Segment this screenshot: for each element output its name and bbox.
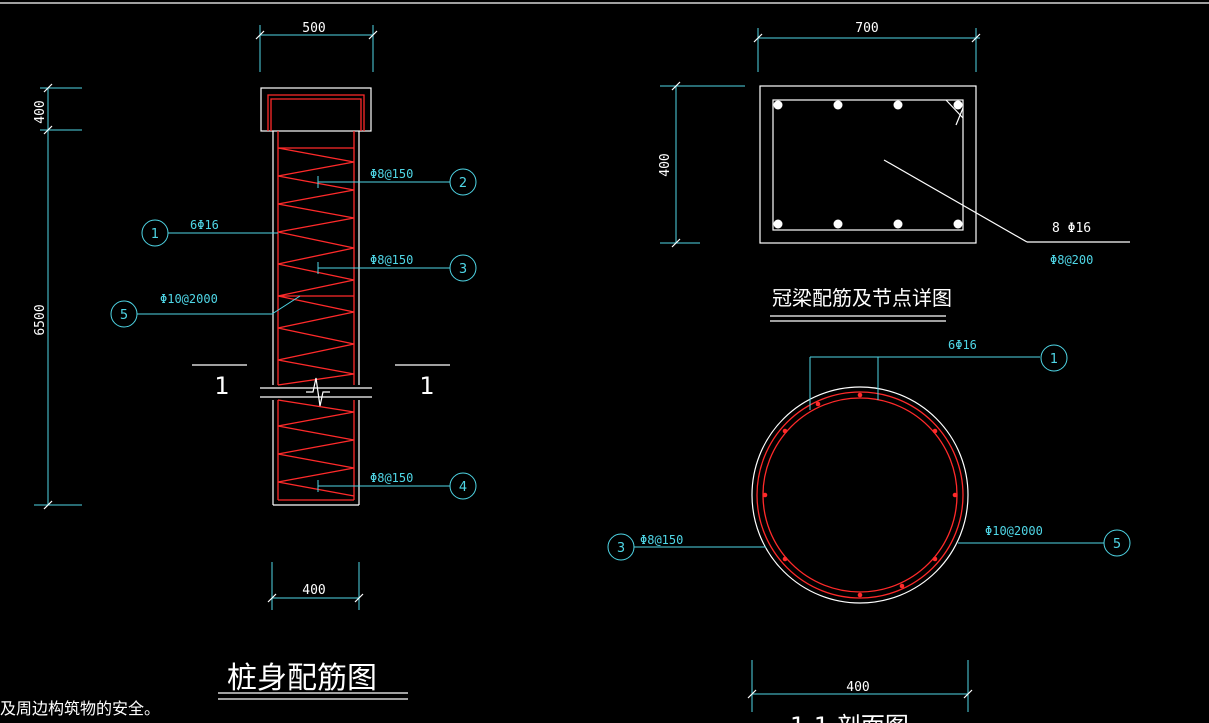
callout-1-section	[1040, 344, 1068, 372]
dim-top-width: 500	[302, 21, 325, 36]
callout-3-right	[449, 254, 477, 282]
section-label-1: 6Φ16	[948, 338, 977, 352]
callout-2	[449, 168, 477, 196]
section-rebar-dots	[762, 392, 958, 598]
section-label-3: Φ8@150	[640, 533, 683, 547]
pile-label-4: Φ8@150	[370, 471, 413, 485]
cap-rebar-dots	[773, 100, 963, 229]
footer-note: 及周边构筑物的安全。	[0, 699, 160, 718]
cap-beam-detail: 700 400 8 Φ16 Φ8@200 冠梁配筋及节点详图	[658, 21, 1130, 322]
svg-text:5: 5	[120, 308, 128, 323]
callout-5-section	[1103, 529, 1131, 557]
section-mark-left: 1	[214, 372, 229, 400]
pile-title: 桩身配筋图	[227, 661, 377, 696]
cap-title: 冠梁配筋及节点详图	[772, 286, 952, 310]
cap-dim-width: 700	[855, 21, 878, 36]
callout-1-left	[141, 219, 169, 247]
pile-label-5: Φ10@2000	[160, 292, 218, 306]
cap-label-stirrup: Φ8@200	[1050, 253, 1093, 267]
svg-text:4: 4	[459, 480, 467, 495]
dim-cap-height: 400	[33, 100, 48, 123]
cap-label-main: 8 Φ16	[1052, 221, 1091, 236]
svg-text:1: 1	[1050, 352, 1058, 367]
svg-text:1: 1	[151, 227, 159, 242]
pile-label-2: Φ8@150	[370, 167, 413, 181]
pile-label-1: 6Φ16	[190, 218, 219, 232]
section-dim-diameter: 400	[846, 680, 869, 695]
dim-bottom-width: 400	[302, 583, 325, 598]
section-1-1: 6Φ16 1 Φ8@150 3 Φ10@2000 5 400 1-1 剖面图	[607, 338, 1131, 723]
callout-4	[449, 472, 477, 500]
section-title: 1-1 剖面图	[790, 712, 909, 723]
callout-3-section	[607, 533, 635, 561]
dim-length: 6500	[33, 304, 48, 335]
pile-elevation: 500 400 6500	[33, 21, 477, 700]
section-mark-right: 1	[419, 372, 434, 400]
cap-dim-height: 400	[658, 153, 673, 176]
section-label-5: Φ10@2000	[985, 524, 1043, 538]
callout-5-left	[110, 300, 138, 328]
svg-text:3: 3	[459, 262, 467, 277]
svg-text:3: 3	[617, 541, 625, 556]
svg-text:5: 5	[1113, 537, 1121, 552]
pile-label-3: Φ8@150	[370, 253, 413, 267]
svg-text:2: 2	[459, 176, 467, 191]
